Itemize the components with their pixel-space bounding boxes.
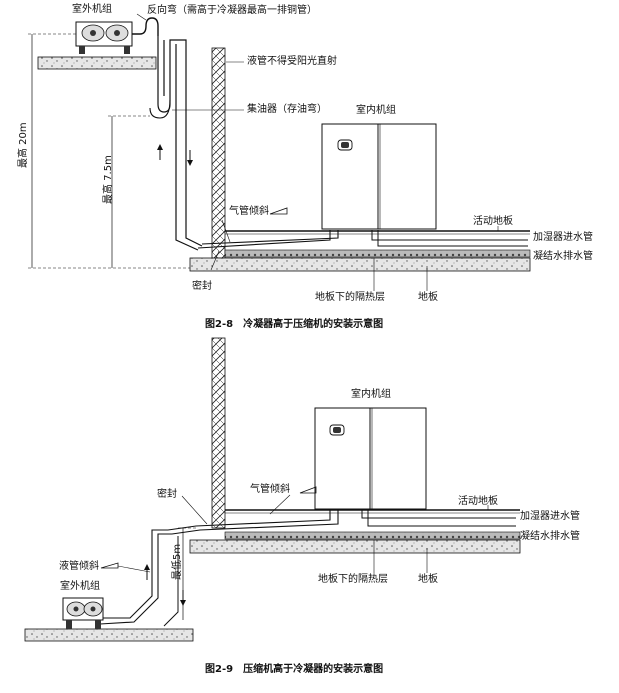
- label-max-7-5m: 最高 7.5m: [103, 155, 114, 204]
- condensate-drain-pipe-2: [367, 509, 516, 527]
- label-min-5m: 最低5m: [172, 543, 183, 580]
- label-floor: 地板: [418, 292, 438, 303]
- label-reverse-bend: 反向弯（需高于冷凝器最高一排铜管）: [147, 5, 317, 16]
- label-seal-2: 密封: [157, 489, 177, 500]
- outdoor-condenser-unit: [75, 21, 133, 54]
- label-gas-slope: 气管倾斜: [229, 206, 269, 217]
- label-indoor-unit-2: 室内机组: [351, 389, 391, 400]
- indoor-unit-2: [314, 407, 427, 510]
- label-outdoor-unit-2: 室外机组: [60, 581, 100, 592]
- insulation-layer-2: [224, 531, 521, 540]
- label-raised-floor: 活动地板: [473, 216, 513, 227]
- label-outdoor-unit: 室外机组: [72, 4, 112, 15]
- label-insulation: 地板下的隔热层: [315, 292, 385, 303]
- ground-floor-slab-2: [189, 539, 521, 554]
- caption-figure-2-8: 图2-8 冷凝器高于压缩机的安装示意图: [205, 319, 384, 330]
- outdoor-base-slab-2: [24, 628, 194, 642]
- gas-pipe-to-indoor: [197, 230, 331, 249]
- condensate-drain-pipe: [377, 230, 528, 247]
- label-liquid-no-sun: 液管不得受阳光直射: [247, 56, 337, 67]
- label-humidifier-pipe-2: 加湿器进水管: [520, 511, 580, 522]
- label-insulation-2: 地板下的隔热层: [318, 574, 388, 585]
- outdoor-condenser-unit-2: [62, 597, 104, 629]
- label-humidifier-pipe: 加湿器进水管: [533, 232, 593, 243]
- liquid-pipe-2: [171, 509, 339, 535]
- label-oil-trap: 集油器（存油弯）: [247, 104, 327, 115]
- figure-2-8: [28, 13, 531, 291]
- insulation-layer: [224, 249, 531, 258]
- humidifier-inlet-pipe-2: [361, 509, 516, 519]
- label-raised-floor-2: 活动地板: [458, 496, 498, 507]
- label-condensate-pipe-2: 凝结水排水管: [520, 531, 580, 542]
- indoor-unit: [321, 123, 437, 230]
- liquid-riser-pipe: [163, 40, 199, 251]
- figure-2-9: [24, 337, 521, 642]
- label-gas-slope-2: 气管倾斜: [250, 484, 290, 495]
- label-indoor-unit: 室内机组: [356, 105, 396, 116]
- descending-pipe-a: [100, 529, 168, 619]
- liquid-riser-2: [163, 536, 179, 627]
- label-floor-2: 地板: [418, 574, 438, 585]
- ground-floor-slab: [189, 257, 531, 272]
- outdoor-base-slab: [37, 56, 157, 70]
- building-wall-2: [211, 337, 226, 529]
- caption-figure-2-9: 图2-9 压缩机高于冷凝器的安装示意图: [205, 664, 384, 675]
- gas-pipe-2: [167, 509, 331, 531]
- reverse-bend: [132, 17, 159, 36]
- liquid-pipe-to-indoor: [201, 230, 339, 245]
- label-max-20m: 最高 20m: [18, 122, 29, 168]
- oil-trap: [149, 99, 171, 119]
- building-wall: [211, 47, 226, 259]
- humidifier-inlet-pipe: [371, 230, 528, 241]
- descending-pipe-b: [99, 533, 172, 625]
- label-seal: 密封: [192, 281, 212, 292]
- label-condensate-pipe: 凝结水排水管: [533, 251, 593, 262]
- label-liquid-slope: 液管倾斜: [59, 561, 99, 572]
